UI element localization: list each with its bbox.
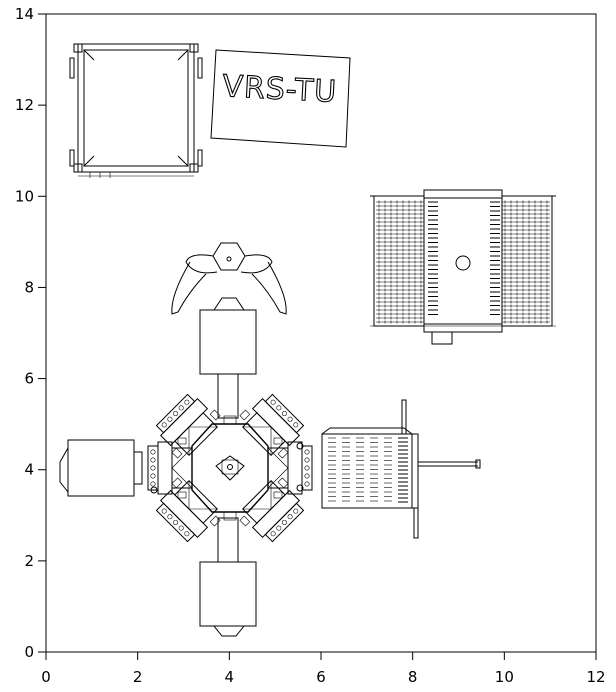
x-tick-label: 4 xyxy=(225,668,235,686)
rotary-stations xyxy=(147,393,313,543)
y-tick-label: 2 xyxy=(24,552,34,570)
left-unit xyxy=(59,439,143,497)
label-plate: VRS-TU xyxy=(210,49,351,148)
right-machine xyxy=(370,189,556,345)
rotary-station xyxy=(239,393,305,459)
y-tick-label: 4 xyxy=(24,461,34,479)
axis-ticks xyxy=(38,13,597,660)
x-tick-label: 2 xyxy=(133,668,143,686)
y-tick-label: 6 xyxy=(24,370,34,388)
rotary-station xyxy=(267,437,313,499)
top-feeder xyxy=(199,297,257,419)
top-fixture xyxy=(171,242,287,315)
y-tick-label: 8 xyxy=(24,278,34,296)
rotary-station xyxy=(155,393,221,459)
rotary-station xyxy=(147,437,193,499)
center-vent-marks xyxy=(428,201,500,315)
label-text: VRS-TU xyxy=(222,69,338,110)
x-tick-label: 12 xyxy=(586,668,605,686)
y-tick-label: 12 xyxy=(15,96,34,114)
center-hub xyxy=(455,255,471,271)
y-tick-label: 10 xyxy=(15,187,34,205)
rotary-station xyxy=(155,477,221,543)
left-coil-hatching xyxy=(376,200,424,324)
rotary-table xyxy=(147,393,313,543)
top-left-frame xyxy=(69,43,203,178)
plot-frame xyxy=(45,13,597,653)
conveyor-vent-marks xyxy=(328,437,408,503)
x-tick-label: 10 xyxy=(495,668,514,686)
bottom-feeder xyxy=(199,517,257,637)
right-conveyor xyxy=(296,399,481,539)
axis-tick-labels: 0 2 4 6 8 10 12 0 2 4 6 8 10 12 14 xyxy=(15,5,606,686)
y-tick-label: 14 xyxy=(15,5,34,23)
x-tick-label: 0 xyxy=(41,668,51,686)
rotary-station xyxy=(239,477,305,543)
right-coil-hatching xyxy=(502,200,550,324)
x-tick-label: 8 xyxy=(408,668,418,686)
y-tick-label: 0 xyxy=(24,643,34,661)
x-tick-label: 6 xyxy=(316,668,326,686)
